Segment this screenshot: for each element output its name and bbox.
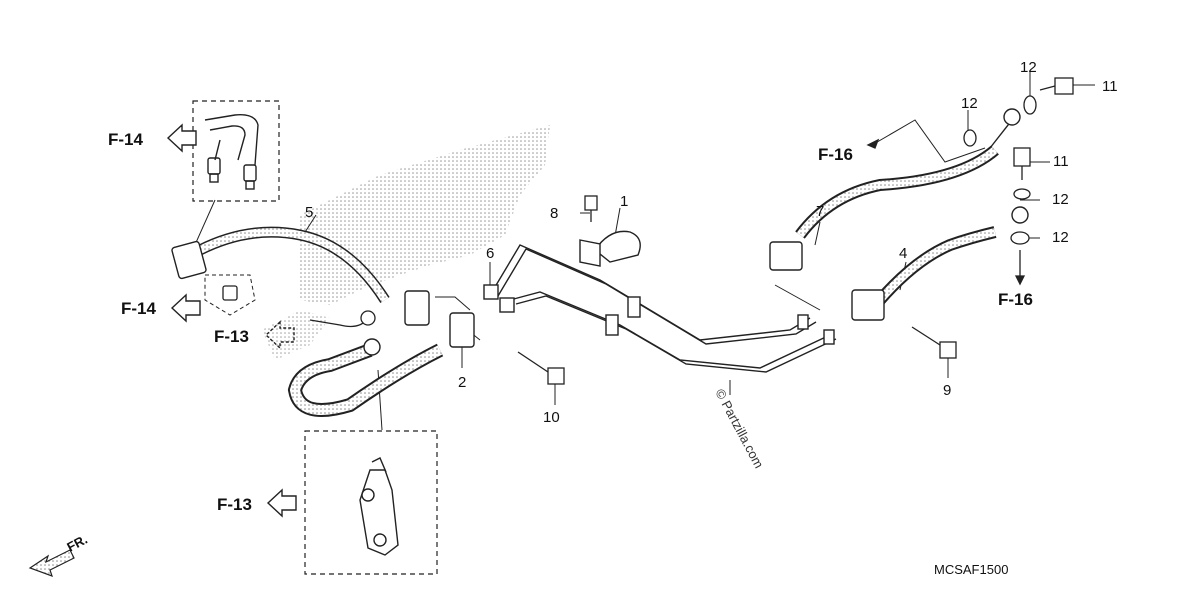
f16-arrows: [866, 138, 1026, 286]
washer-12-mid: [1013, 188, 1031, 200]
brake-pipes: [483, 244, 837, 373]
inset-box-top: [192, 100, 280, 202]
arrow-f13-mid: [264, 320, 295, 350]
washer-12-left: [963, 129, 977, 147]
bolt-10: [547, 367, 565, 385]
part-number-12-left: 12: [961, 95, 978, 112]
inset-box-bottom: [304, 430, 438, 575]
brake-hose-4: [851, 206, 1029, 321]
front-arrow-icon: FR.: [28, 532, 90, 577]
inset-box-nut: [204, 274, 256, 316]
part-number-10: 10: [543, 409, 560, 426]
part-number-4: 4: [899, 245, 907, 262]
ref-f13-mid: F-13: [214, 327, 249, 346]
part-number-12-top: 12: [1020, 59, 1037, 76]
part-number-12-mid: 12: [1052, 191, 1069, 208]
brake-hose-5: [171, 226, 430, 326]
left-fittings: [222, 285, 376, 328]
arrow-f14-top: [166, 123, 197, 153]
bolts: [517, 77, 1074, 385]
watermark: © Partzilla.com: [712, 386, 766, 470]
part-number-2: 2: [458, 374, 466, 391]
part-number-7: 7: [816, 203, 824, 220]
bolt-11-upper: [1054, 77, 1074, 95]
arrow-f16-top: [866, 138, 880, 149]
ref-f14-top: F-14: [108, 130, 144, 149]
bolt-8: [584, 195, 598, 211]
part-number-9: 9: [943, 382, 951, 399]
arrow-f14-mid: [170, 293, 201, 323]
washer-12-top: [1023, 95, 1037, 115]
brake-hose-lower: [287, 312, 475, 417]
ref-f16-top: F-16: [818, 145, 853, 164]
part-number-6: 6: [486, 245, 494, 262]
part-number-11-upper: 11: [1102, 78, 1118, 95]
ref-arrows: [166, 123, 297, 518]
ref-f16-right: F-16: [998, 290, 1033, 309]
ref-f13-bot: F-13: [217, 495, 252, 514]
arrow-f16-right: [1014, 275, 1026, 286]
hose-clamp-1: [579, 230, 641, 267]
master-cylinder: [359, 457, 399, 556]
washer-12-low: [1010, 231, 1030, 245]
brake-hose-7: [769, 108, 1021, 271]
part-number-11-lower: 11: [1053, 153, 1069, 170]
part-number-5: 5: [305, 204, 313, 221]
diagram-code: MCSAF1500: [934, 562, 1008, 577]
bolt-9: [939, 341, 957, 359]
part-number-1: 1: [620, 193, 628, 210]
part-number-12-low: 12: [1052, 229, 1069, 246]
ref-f14-mid: F-14: [121, 299, 157, 318]
part-number-8: 8: [550, 205, 558, 222]
inset-pipe-ends: [204, 114, 259, 190]
bolt-11-lower: [1013, 147, 1031, 167]
arrow-f13-bot: [266, 488, 297, 518]
